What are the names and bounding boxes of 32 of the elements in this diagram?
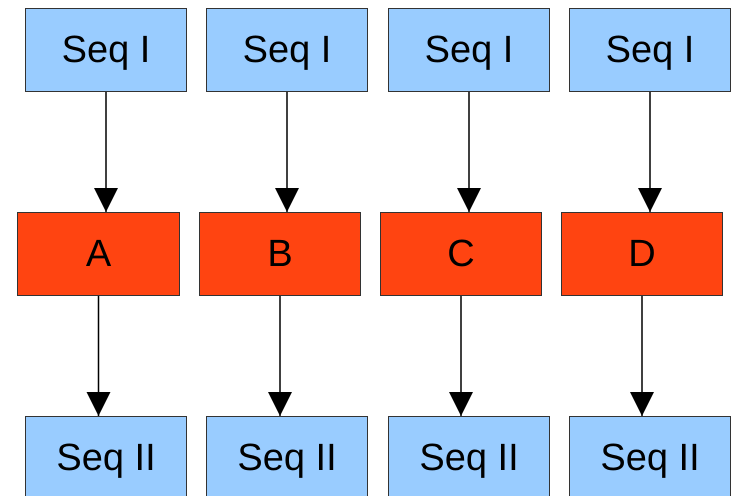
box-label: C [447, 232, 475, 276]
arrow [630, 296, 654, 416]
box-label: Seq II [237, 436, 337, 480]
sequence-box [25, 8, 187, 92]
sequence-box [569, 8, 731, 92]
process-box [561, 212, 723, 296]
arrow [94, 92, 118, 212]
arrow [86, 296, 110, 416]
box-label: Seq I [242, 28, 332, 72]
arrow [449, 296, 473, 416]
sequence-box [206, 8, 368, 92]
arrow [275, 92, 299, 212]
process-box [17, 212, 180, 296]
sequence-box [569, 416, 731, 496]
box-label: Seq I [424, 28, 514, 72]
sequence-box [388, 8, 550, 92]
arrow [638, 92, 662, 212]
box-label: Seq II [600, 436, 700, 480]
arrow [268, 296, 292, 416]
box-label: B [267, 232, 293, 276]
arrow [457, 92, 481, 212]
process-box [380, 212, 542, 296]
box-label: D [628, 232, 656, 276]
sequence-box [25, 416, 187, 496]
sequence-box [206, 416, 368, 496]
box-label: A [86, 232, 112, 276]
box-label: Seq I [62, 28, 150, 72]
process-box [199, 212, 361, 296]
box-label: Seq I [606, 28, 694, 72]
sequence-box [388, 416, 550, 496]
box-label: Seq II [56, 436, 156, 480]
box-label: Seq II [419, 436, 519, 480]
